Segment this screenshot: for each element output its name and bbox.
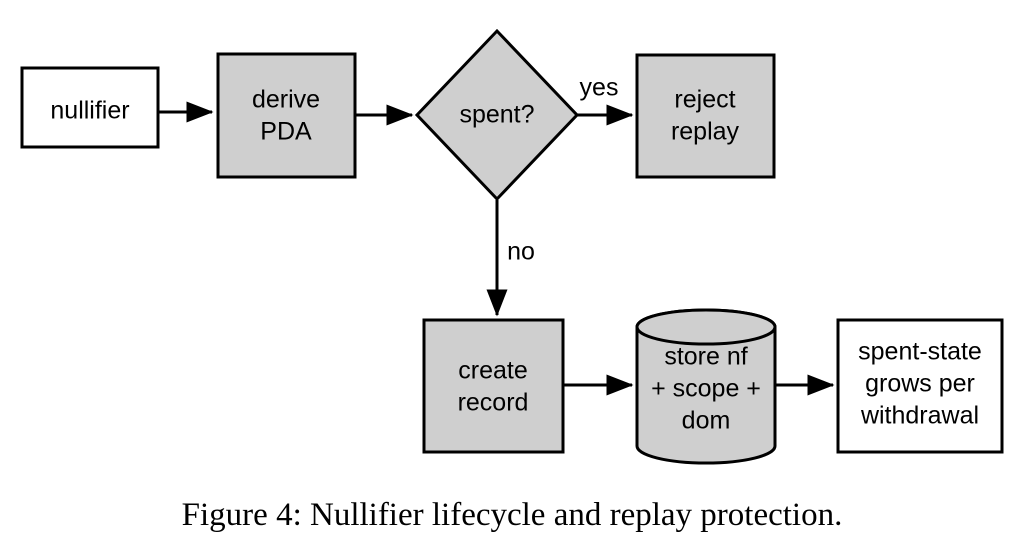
edge-label-no: no [507,238,535,266]
edge-label-yes: yes [580,74,619,102]
node-create-record-label-line1: create [458,357,527,385]
node-store-nf-label-line2: + scope + [651,375,761,403]
node-spent-state-label-line1: spent-state [858,338,982,366]
node-store-nf-label-line1: store nf [664,343,747,371]
node-derive-pda-label-line1: derive [252,86,320,114]
node-spent-state-label-line2: grows per [865,370,975,398]
node-derive-pda-label-line2: PDA [260,118,312,146]
node-spent-state-label-line3: withdrawal [860,402,979,430]
node-reject-replay[interactable]: reject replay [635,53,776,179]
node-create-record[interactable]: create record [422,318,565,454]
node-reject-replay-label-line1: reject [674,86,735,114]
edge-spent-to-create-record: no [486,200,535,317]
figure-caption: Figure 4: Nullifier lifecycle and replay… [181,497,843,533]
node-create-record-label-line2: record [458,389,529,417]
node-store-nf-label-line3: dom [682,407,731,435]
node-spent-decision[interactable]: spent? [414,28,580,202]
edge-spent-to-reject-replay: yes [577,74,634,126]
node-derive-pda[interactable]: derive PDA [216,52,357,179]
node-reject-replay-label-line2: replay [671,118,740,146]
node-nullifier-label: nullifier [50,97,129,125]
node-nullifier[interactable]: nullifier [20,66,160,149]
node-store-nf-cylinder[interactable]: store nf + scope + dom [635,308,777,465]
node-spent-state[interactable]: spent-state grows per withdrawal [836,318,1004,454]
node-spent-decision-label: spent? [459,101,534,129]
